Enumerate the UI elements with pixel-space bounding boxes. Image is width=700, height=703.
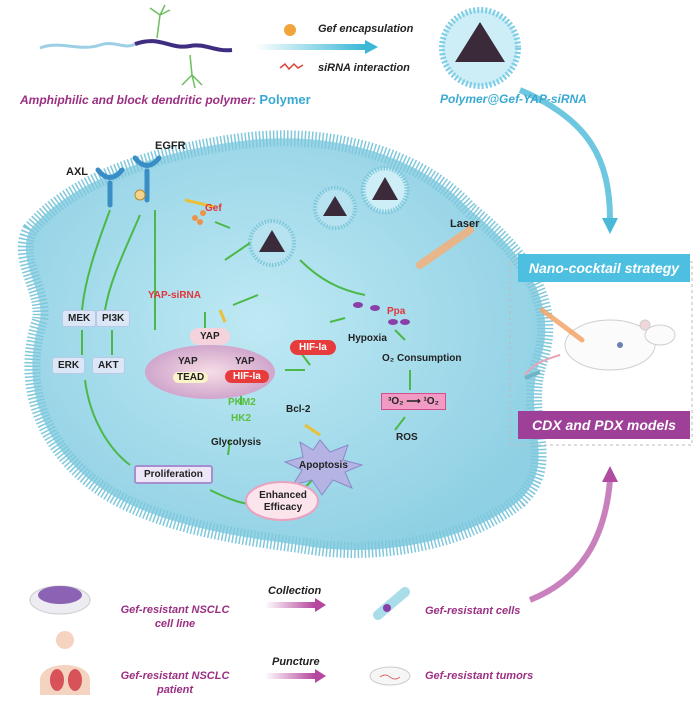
gef-drug-icon — [284, 24, 296, 36]
tube-icon — [373, 587, 410, 620]
egfr-receptor-icon — [132, 155, 162, 203]
gef-label: Gef — [205, 203, 222, 214]
axl-label: AXL — [66, 166, 88, 178]
inhibition-sirna — [218, 309, 227, 323]
polymer-caption-prefix: Amphiphilic and block dendritic polymer: — [20, 93, 257, 107]
apoptosis-label: Apoptosis — [299, 460, 348, 471]
pi3k-box: PI3K — [96, 310, 131, 327]
resistant-cells-label: Gef-resistant cells — [425, 605, 521, 617]
phosphate-icon — [134, 189, 146, 201]
mouse-laser — [539, 307, 585, 343]
mouse-icon — [524, 319, 676, 376]
axl-receptor-icon — [95, 167, 125, 208]
puncture-arrow — [265, 673, 315, 679]
gef-encapsulation-label: Gef encapsulation — [318, 23, 414, 35]
apoptosis-star — [283, 439, 364, 496]
polymer-caption-suffix: Polymer — [259, 92, 311, 107]
inhibition-bcl2 — [304, 423, 321, 437]
proliferation-box: Proliferation — [134, 465, 213, 484]
yap-complex-label-1: YAP — [178, 356, 198, 367]
hypoxia-label: Hypoxia — [348, 333, 387, 344]
laser-beam — [416, 226, 474, 269]
model-arrow — [528, 479, 613, 603]
cdx-pdx-banner: CDX and PDX models — [518, 411, 690, 439]
singlet-oxygen-box: ³O₂ ⟶ ¹O₂ — [381, 393, 446, 410]
glycolysis-label: Glycolysis — [211, 437, 262, 448]
hk2-label: HK2 — [231, 413, 252, 424]
puncture-label: Puncture — [272, 656, 320, 668]
laser-label: Laser — [450, 218, 480, 230]
collection-label: Collection — [268, 585, 322, 597]
patient-label: Gef-resistant NSCLC patient — [120, 670, 230, 696]
pkm2-label: PKM2 — [228, 397, 256, 408]
polymer-caption: Amphiphilic and block dendritic polymer:… — [20, 92, 311, 107]
nanoparticle-icon — [439, 7, 521, 89]
nanoparticle-label: Polymer@Gef-YAP-siRNA — [440, 92, 587, 106]
inhibition-gef — [184, 198, 216, 209]
polymer-icon — [39, 4, 233, 89]
yap-complex-label-2: YAP — [235, 356, 255, 367]
encapsulation-arrow — [255, 44, 365, 50]
resistant-tumors-label: Gef-resistant tumors — [425, 670, 534, 682]
yap-pill: YAP — [190, 328, 230, 345]
bcl2-label: Bcl-2 — [286, 404, 311, 415]
sirna-interaction-label: siRNA interaction — [318, 62, 410, 74]
ros-label: ROS — [396, 432, 418, 443]
nano-cocktail-banner: Nano-cocktail strategy — [518, 254, 690, 282]
sirna-icon — [279, 62, 304, 71]
syringe-icon — [524, 370, 541, 380]
yap-complex-ellipse — [145, 345, 275, 399]
hif-complex-pill: HIF-Ia — [225, 370, 269, 383]
collection-arrow — [265, 602, 315, 608]
ppa-label: Ppa — [387, 306, 406, 317]
tead-label: TEAD — [173, 372, 209, 383]
akt-box: AKT — [92, 357, 125, 374]
enhanced-efficacy-label: Enhanced Efficacy — [259, 490, 307, 513]
delivery-arrow — [518, 87, 613, 221]
erk-box: ERK — [52, 357, 86, 374]
o2-consumption-label: O₂ Consumption — [382, 353, 462, 364]
egfr-label: EGFR — [155, 140, 186, 152]
cell-line-label: Gef-resistant NSCLC cell line — [120, 604, 230, 630]
tumor-dish-icon — [369, 666, 411, 686]
patient-icon — [40, 631, 90, 695]
mek-box: MEK — [62, 310, 97, 327]
hif-pill: HIF-Ia — [290, 340, 336, 355]
enhanced-efficacy-ellipse — [245, 481, 319, 521]
yap-sirna-label: YAP-siRNA — [148, 290, 201, 301]
